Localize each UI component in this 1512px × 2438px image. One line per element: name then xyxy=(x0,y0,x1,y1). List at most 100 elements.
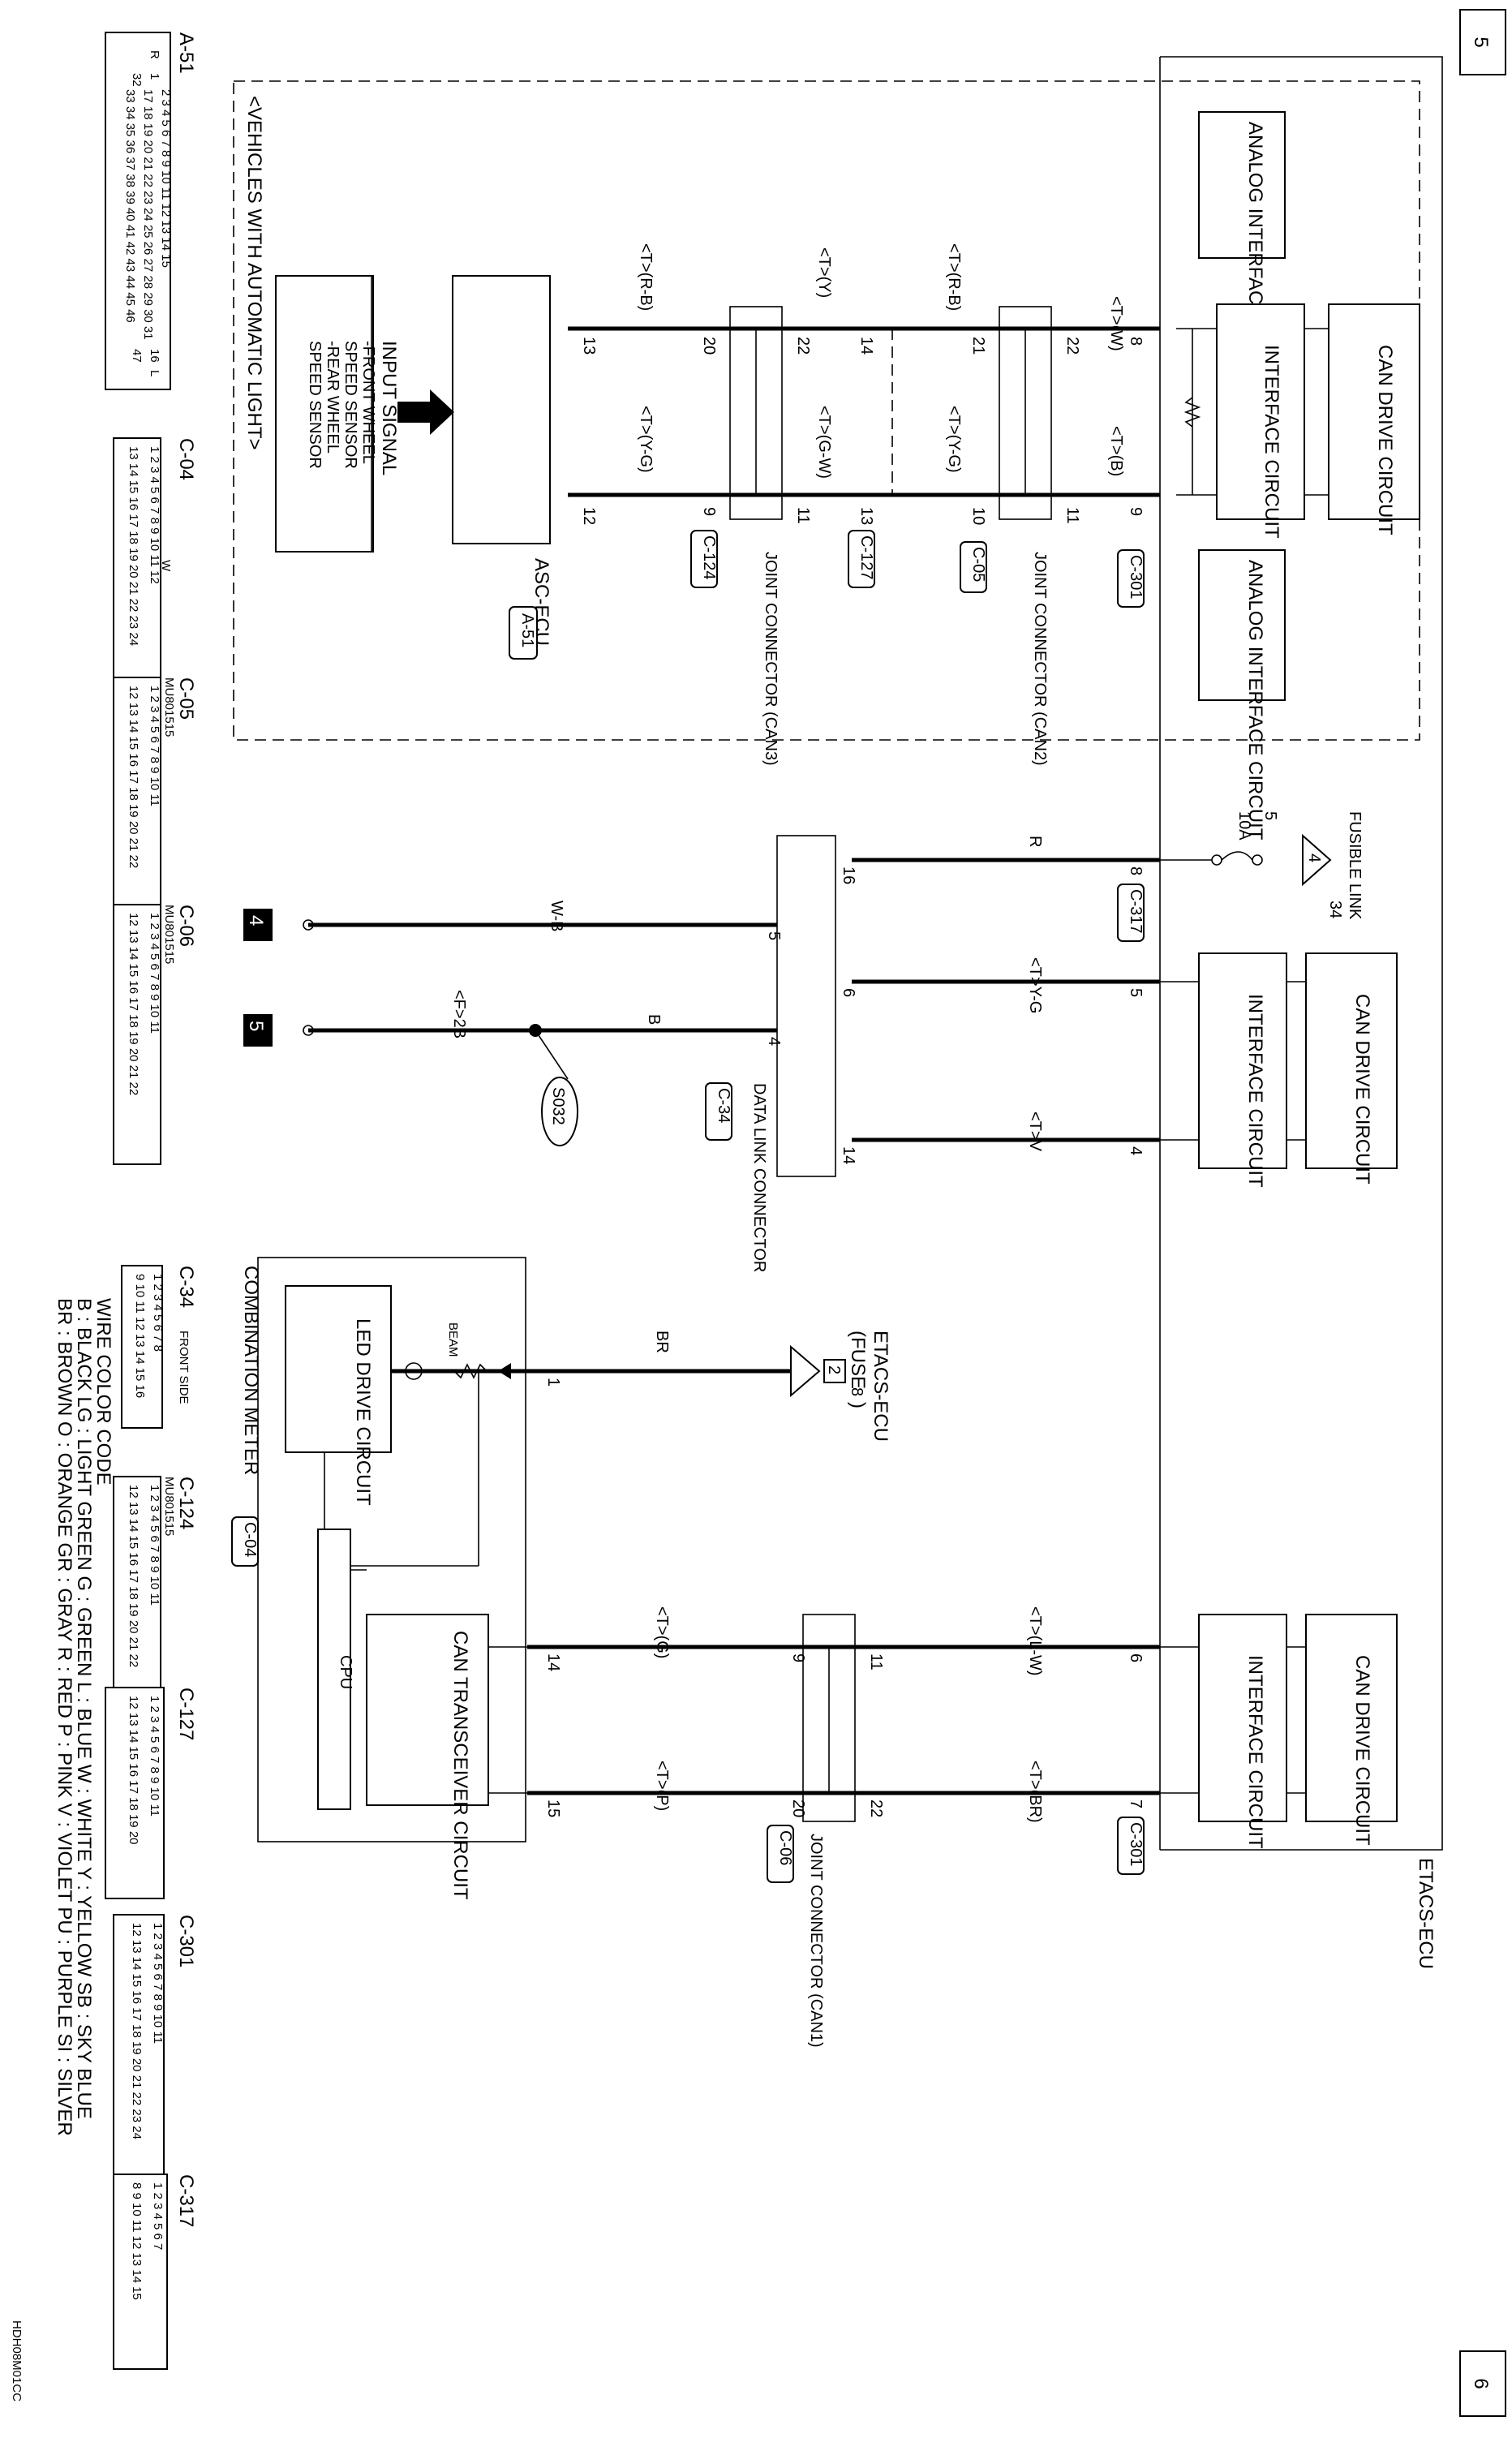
fusible-link-label: FUSIBLE LINK xyxy=(1346,811,1364,920)
interface-circuit-block-mid xyxy=(1198,952,1287,1169)
interface-circuit-block-top xyxy=(1216,303,1305,520)
c301-tag-bottom xyxy=(1117,1817,1145,1875)
c124-row1: 1 2 3 4 5 6 7 8 9 10 11 xyxy=(148,1485,161,1606)
cpu-label: CPU xyxy=(337,1655,354,1689)
etacs-fuse-box-num: 2 xyxy=(825,1365,843,1374)
c34-view-label: C-34 xyxy=(175,1266,197,1308)
pin-7: 7 xyxy=(1127,1799,1145,1808)
page-marker-top xyxy=(1459,9,1506,75)
pin-10: 10 xyxy=(969,507,987,525)
interface-circuit-block-low xyxy=(1198,1614,1287,1822)
c06-row2: 12 13 14 15 16 17 18 19 20 21 22 xyxy=(127,913,140,1095)
data-link-connector-label: DATA LINK CONNECTOR xyxy=(750,1083,768,1272)
c04-tag xyxy=(231,1516,259,1567)
c34-tag xyxy=(705,1082,732,1141)
c127-tag xyxy=(848,530,875,588)
c317-view-label: C-317 xyxy=(175,2174,197,2227)
pin-14b: 14 xyxy=(840,1146,857,1164)
can-drive-circuit-block-mid xyxy=(1305,952,1398,1169)
ground-marker-4-label: 4 xyxy=(245,915,267,926)
c06-view-part: MU801515 xyxy=(162,905,176,964)
ground-point-4 xyxy=(303,919,314,931)
pin-16: 16 xyxy=(840,866,857,884)
c34-view-side: FRONT SIDE xyxy=(177,1331,191,1404)
etacs-fuse-num: 8 xyxy=(848,1387,866,1396)
input-signal-line-1: -FRONT WHEEL xyxy=(359,341,377,464)
fuse-terminal-b xyxy=(1252,854,1263,866)
fuse-amp: 10A xyxy=(1235,811,1253,841)
c04-row2: 13 14 15 16 17 18 19 20 21 22 23 24 xyxy=(127,446,140,646)
wire-label-yg1: <T>(Y-G) xyxy=(945,406,963,473)
wire-label-wb: W-B xyxy=(548,901,565,932)
connector-views: A-51 R 1 32 2 3 4 5 6 7 8 9 10 11 12 13 … xyxy=(105,32,197,2370)
combination-meter-label: COMBINATION METER xyxy=(240,1266,262,1475)
c04-view-label: C-04 xyxy=(175,438,197,480)
asc-ecu-conn-tag xyxy=(509,606,538,660)
c317-row1: 1 2 3 4 5 6 7 xyxy=(151,2182,165,2250)
splice-leader xyxy=(535,1030,569,1080)
wire-label-tv: <T>V xyxy=(1026,1112,1044,1152)
pin-13: 13 xyxy=(857,507,875,525)
fusible-link-box-num: 4 xyxy=(1305,854,1323,862)
analog-interface-block-bottom-label: ANALOG INTERFACE CIRCUIT xyxy=(1244,560,1266,841)
a51-pin-47: 47 xyxy=(130,349,144,363)
pin-11b: 11 xyxy=(794,507,812,524)
etacs-fuse-label: ETACS-ECU xyxy=(870,1331,891,1442)
a51-row2: 17 18 19 20 21 22 23 24 25 26 27 28 29 3… xyxy=(141,89,155,340)
legend-row-1: B : BLACK LG : LIGHT GREEN G : GREEN L :… xyxy=(73,1298,95,2119)
joint-connector-can2 xyxy=(999,306,1052,520)
can-transceiver-label: CAN TRANSCEIVER CIRCUIT xyxy=(449,1631,471,1900)
etacs-fuse-open: (FUSE xyxy=(847,1331,869,1389)
c06-view-label: C-06 xyxy=(175,905,197,947)
pin-14: 14 xyxy=(857,337,875,355)
c127-tag-label: C-127 xyxy=(857,535,875,579)
interface-circuit-block-mid-label: INTERFACE CIRCUIT xyxy=(1244,994,1266,1188)
automatic-light-region-label: <VEHICLES WITH AUTOMATIC LIGHT> xyxy=(243,96,265,450)
pin-21: 21 xyxy=(969,337,987,355)
c05-view-part: MU801515 xyxy=(162,677,176,737)
fuse-element xyxy=(1221,851,1253,861)
signal-arrow xyxy=(397,389,454,435)
c127-row2: 12 13 14 15 16 17 18 19 20 xyxy=(127,1696,140,1845)
c06-tag-label: C-06 xyxy=(776,1830,794,1865)
diode-symbol xyxy=(498,1363,511,1379)
beam-label: BEAM xyxy=(446,1322,460,1357)
a51-row1: 2 3 4 5 6 7 8 9 10 11 12 13 14 15 xyxy=(159,89,173,268)
can-drive-circuit-block-top xyxy=(1328,303,1420,520)
pin-8: 8 xyxy=(1127,337,1145,346)
automatic-light-region xyxy=(233,80,1420,741)
a51-row3: 33 34 35 36 37 38 39 40 41 42 43 44 45 4… xyxy=(123,89,137,323)
pin-9b: 9 xyxy=(700,507,718,516)
c04-view-tag: W xyxy=(159,560,173,572)
fusible-link-num: 34 xyxy=(1326,901,1344,918)
wire-label-rb1: <T>(R-B) xyxy=(945,243,963,311)
joint-can1-label: JOINT CONNECTOR (CAN1) xyxy=(807,1834,825,2048)
c34-tag-label: C-34 xyxy=(715,1088,732,1123)
c124-tag-label: C-124 xyxy=(700,535,718,579)
ground-point-5 xyxy=(303,1025,314,1036)
pin-20b: 20 xyxy=(789,1799,807,1817)
wire-label-br: <T>(BR) xyxy=(1026,1761,1044,1823)
can-transceiver-block xyxy=(366,1614,489,1806)
pin-9c: 9 xyxy=(789,1653,807,1662)
c124-row2: 12 13 14 15 16 17 18 19 20 21 22 xyxy=(127,1485,140,1667)
joint-can3-label: JOINT CONNECTOR (CAN3) xyxy=(762,552,780,766)
pin-9: 9 xyxy=(1127,507,1145,516)
c05-row1: 1 2 3 4 5 6 7 8 9 10 11 xyxy=(148,686,161,806)
a51-pin-16: 16 xyxy=(148,349,161,363)
pin-22c: 22 xyxy=(867,1799,885,1817)
terminating-resistor xyxy=(1183,397,1201,428)
analog-interface-block-bottom xyxy=(1198,549,1286,701)
c301-view-label: C-301 xyxy=(175,1915,197,1967)
c317-tag xyxy=(1117,884,1145,942)
s032-tag xyxy=(541,1077,578,1146)
c317-row2: 8 9 10 11 12 13 14 15 xyxy=(130,2182,144,2300)
wire-label-gw: <T>(G-W) xyxy=(815,406,833,479)
asc-ecu-block xyxy=(452,275,551,544)
page-marker-top-label: 5 xyxy=(1470,37,1492,47)
pin-6: 6 xyxy=(840,988,857,997)
a51-view-label: A-51 xyxy=(175,32,197,74)
can-drive-circuit-block-top-label: CAN DRIVE CIRCUIT xyxy=(1374,345,1396,535)
page-marker-bottom xyxy=(1459,2350,1506,2417)
